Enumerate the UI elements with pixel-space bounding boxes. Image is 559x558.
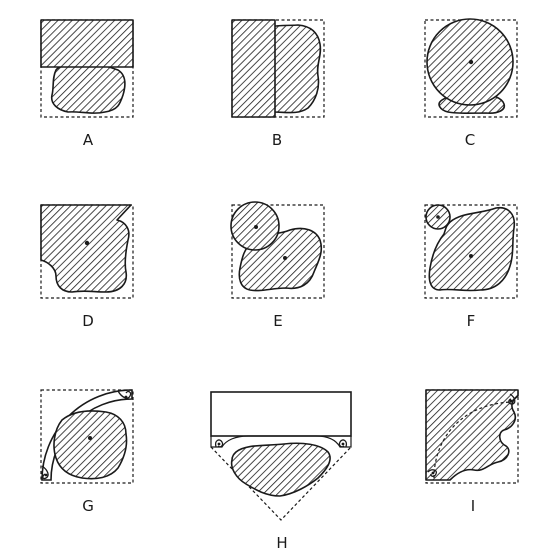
panel-a-rect: [40, 19, 134, 68]
panel-d: D: [40, 204, 134, 330]
panel-c: C: [424, 18, 518, 149]
panel-d-shape: [40, 204, 132, 293]
panel-f-circle-dot: [436, 215, 440, 219]
panel-b: B: [231, 19, 325, 149]
panel-i-dot-bottom-left: [431, 471, 435, 475]
panel-c-label: C: [465, 131, 475, 149]
panel-f-frame: [424, 204, 518, 299]
panel-i-shape: [425, 389, 519, 481]
panel-g-label: G: [82, 497, 94, 515]
panel-g: G: [40, 389, 134, 515]
panel-h-inner-edge: [210, 435, 352, 448]
panel-i-curl-bottom-left: [427, 469, 438, 477]
panel-i-inner-arc: [433, 401, 513, 479]
panel-b-frame: [231, 19, 325, 118]
panel-h-label: H: [276, 534, 287, 552]
panel-g-blob: [53, 410, 128, 480]
panel-c-center-dot: [468, 59, 474, 65]
panel-d-label: D: [82, 312, 94, 330]
panel-f-blob-dot: [469, 254, 473, 258]
panel-g-curl-bottom-left: [41, 465, 49, 480]
panel-e-frame: [231, 204, 325, 299]
panel-i-label: I: [471, 497, 475, 515]
panel-h-curl-left: [214, 439, 224, 448]
panel-g-frame: [40, 389, 134, 484]
panel-h-dot-right: [341, 442, 345, 446]
panel-a-label: A: [83, 131, 94, 149]
panel-e-label: E: [273, 312, 282, 330]
panel-b-rect: [231, 19, 276, 118]
panel-g-center-dot: [88, 436, 92, 440]
panel-i: I: [425, 389, 519, 515]
panel-e-circle-dot: [254, 225, 258, 229]
panel-a: A: [40, 19, 134, 149]
panel-h-blob: [230, 442, 331, 497]
panel-g-dot-bottom-left: [44, 473, 48, 477]
panel-h-top-rect: [210, 391, 352, 437]
panel-e: E: [230, 201, 325, 330]
panel-d-center-dot: [84, 240, 90, 246]
panel-h-dot-left: [217, 442, 221, 446]
panel-g-curl-top-right: [117, 390, 132, 399]
panel-b-label: B: [272, 131, 282, 149]
panel-h-curl-right: [338, 439, 348, 448]
panel-f-blob: [428, 206, 516, 292]
panel-e-blob-dot: [283, 256, 287, 260]
panel-a-blob: [50, 63, 126, 114]
panel-h: H: [210, 391, 352, 552]
panel-i-curl-top-right: [508, 393, 516, 405]
panel-g-dot-top-right: [124, 395, 128, 399]
panel-f-label: F: [467, 312, 476, 330]
panel-f: F: [424, 204, 518, 330]
panel-i-dot-top-right: [509, 399, 513, 403]
